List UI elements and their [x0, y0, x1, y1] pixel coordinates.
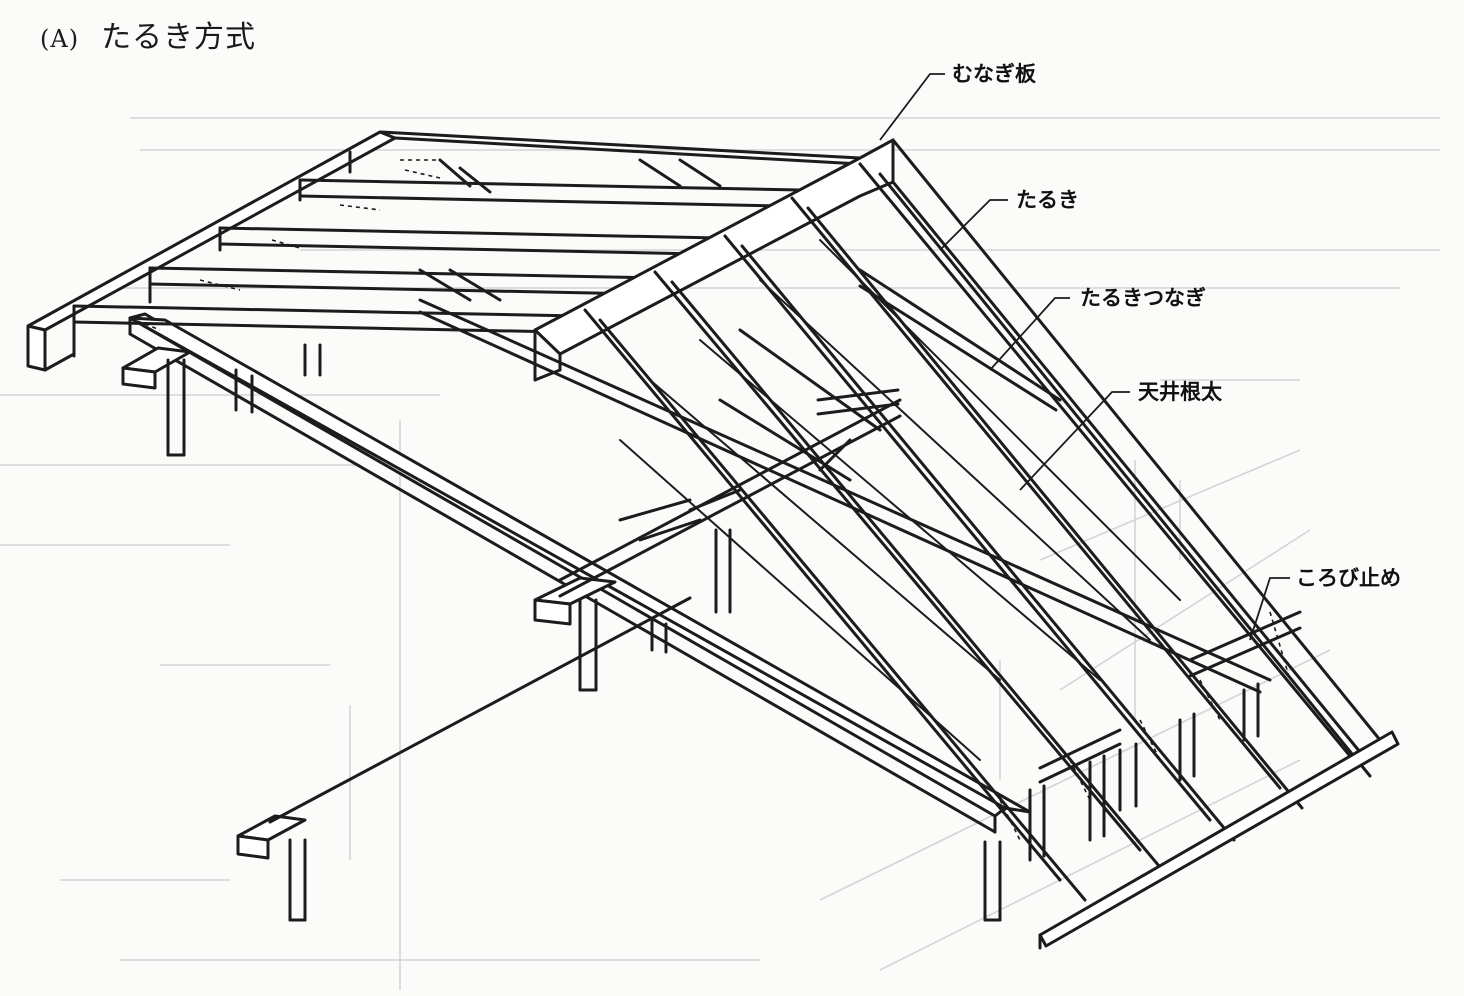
label-ceiling-joist: 天井根太: [1138, 380, 1222, 404]
leader-lines: [879, 73, 1290, 641]
leader-ridge-board: [879, 73, 945, 141]
label-rafter: たるき: [1016, 188, 1079, 212]
leader-blocking: [1249, 577, 1290, 641]
gable-end-framing: [26, 130, 862, 377]
leader-ceiling-joist: [1019, 391, 1130, 491]
figure-title: (A) たるき方式: [40, 12, 256, 56]
blocking-pieces: [999, 610, 1302, 841]
figure-title-text: たるき方式: [101, 20, 257, 55]
eave-fascia-right: [1038, 730, 1400, 950]
rafters: [533, 138, 1382, 902]
leader-rafter: [939, 199, 1008, 251]
label-blocking: ころび止め: [1296, 566, 1401, 590]
label-ridge-board: むなぎ板: [952, 62, 1036, 86]
leader-rafter-tie: [989, 297, 1070, 371]
label-rafter-tie: たるきつなぎ: [1080, 286, 1206, 310]
figure-mark: (A): [40, 25, 80, 53]
